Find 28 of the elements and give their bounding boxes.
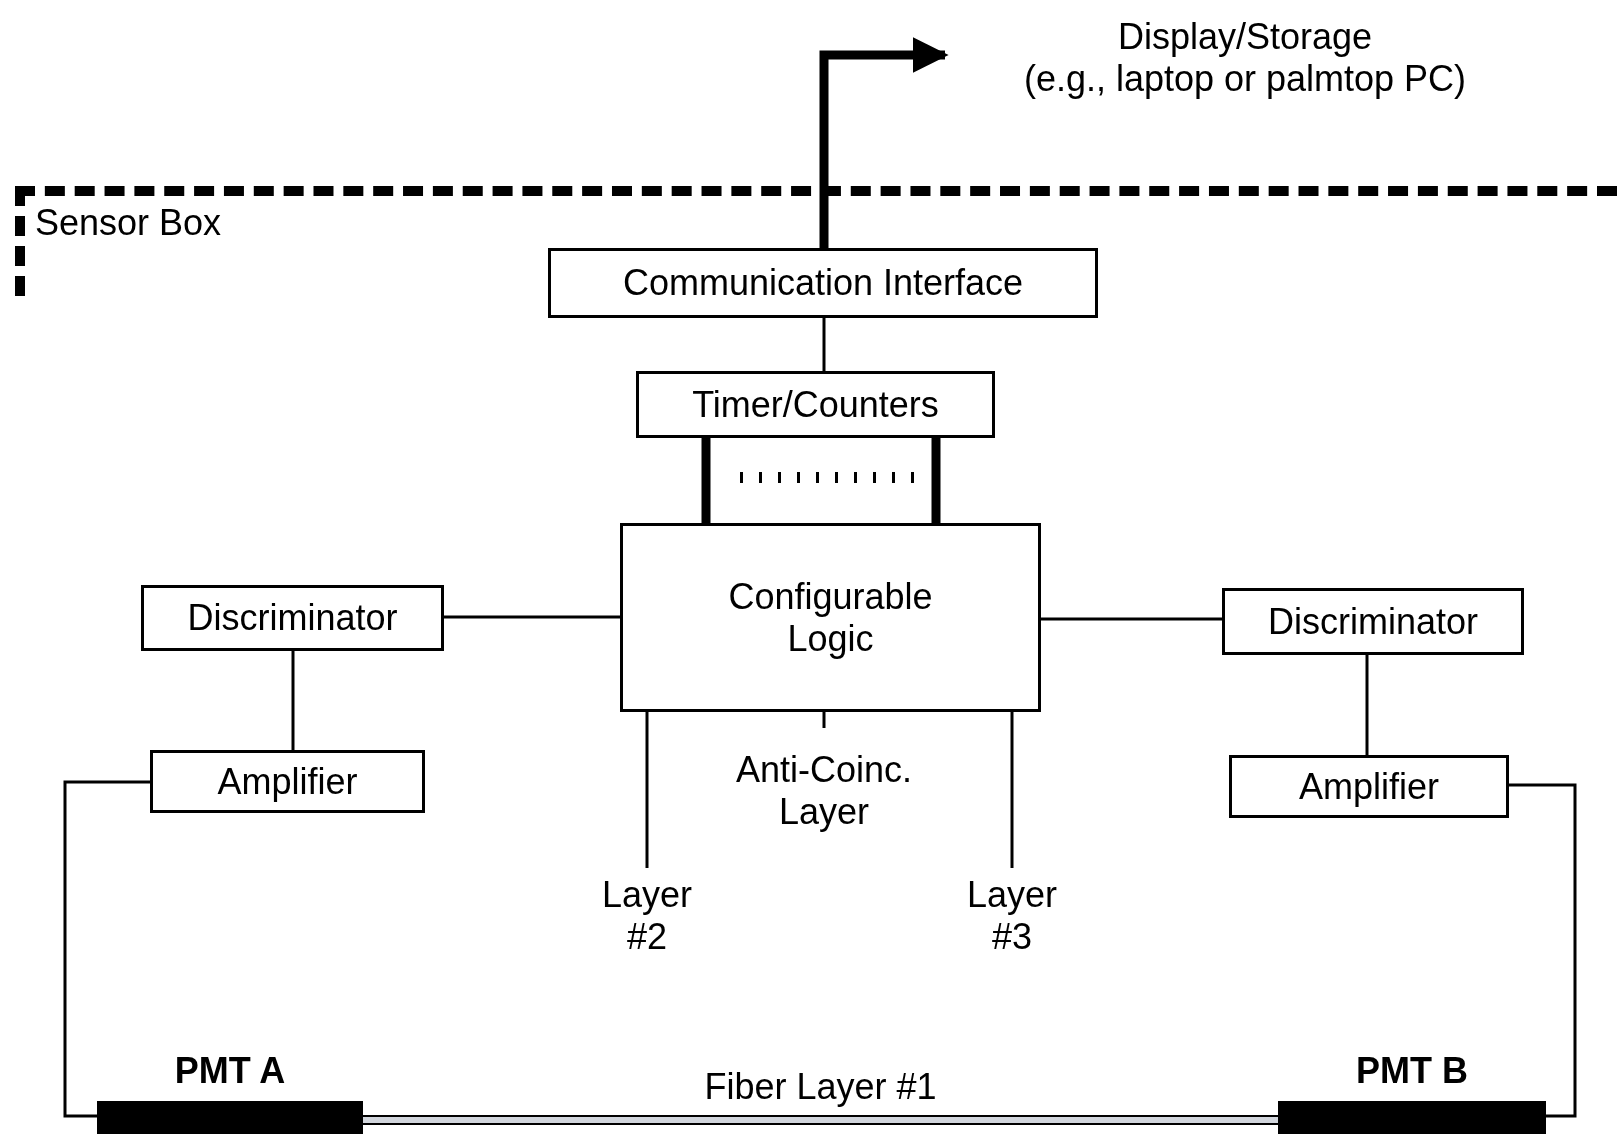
connector-line	[1509, 783, 1577, 1118]
process-box: Discriminator	[1222, 588, 1524, 655]
connector-line	[645, 712, 649, 868]
process-box: Amplifier	[1229, 755, 1509, 818]
connector-line	[1010, 712, 1014, 868]
fiber-label: Fiber Layer #1	[704, 1065, 937, 1109]
connector-line	[291, 651, 295, 750]
arrow	[819, 37, 949, 248]
process-box: Communication Interface	[548, 248, 1098, 318]
process-box: Timer/Counters	[636, 371, 995, 438]
text-label: Layer #2	[587, 868, 707, 963]
connector-line	[822, 318, 826, 371]
connector-line	[1041, 617, 1222, 621]
connector-line	[1365, 655, 1369, 755]
connector-line	[444, 615, 620, 619]
text-label: Anti-Coinc. Layer	[694, 728, 954, 853]
pmt-label: PMT A	[174, 1049, 286, 1093]
pmt-label: PMT B	[1356, 1049, 1468, 1093]
region-label: Sensor Box	[35, 201, 222, 245]
text-label: Layer #3	[952, 868, 1072, 963]
connector-line	[63, 780, 150, 1118]
connector-line	[701, 438, 711, 523]
connector-line	[822, 712, 826, 728]
connector-line	[931, 438, 941, 523]
text-label: Display/Storage (e.g., laptop or palmtop PC)	[945, 10, 1545, 105]
process-box: Discriminator	[141, 585, 444, 651]
process-box: Amplifier	[150, 750, 425, 813]
process-box: Configurable Logic	[620, 523, 1041, 712]
